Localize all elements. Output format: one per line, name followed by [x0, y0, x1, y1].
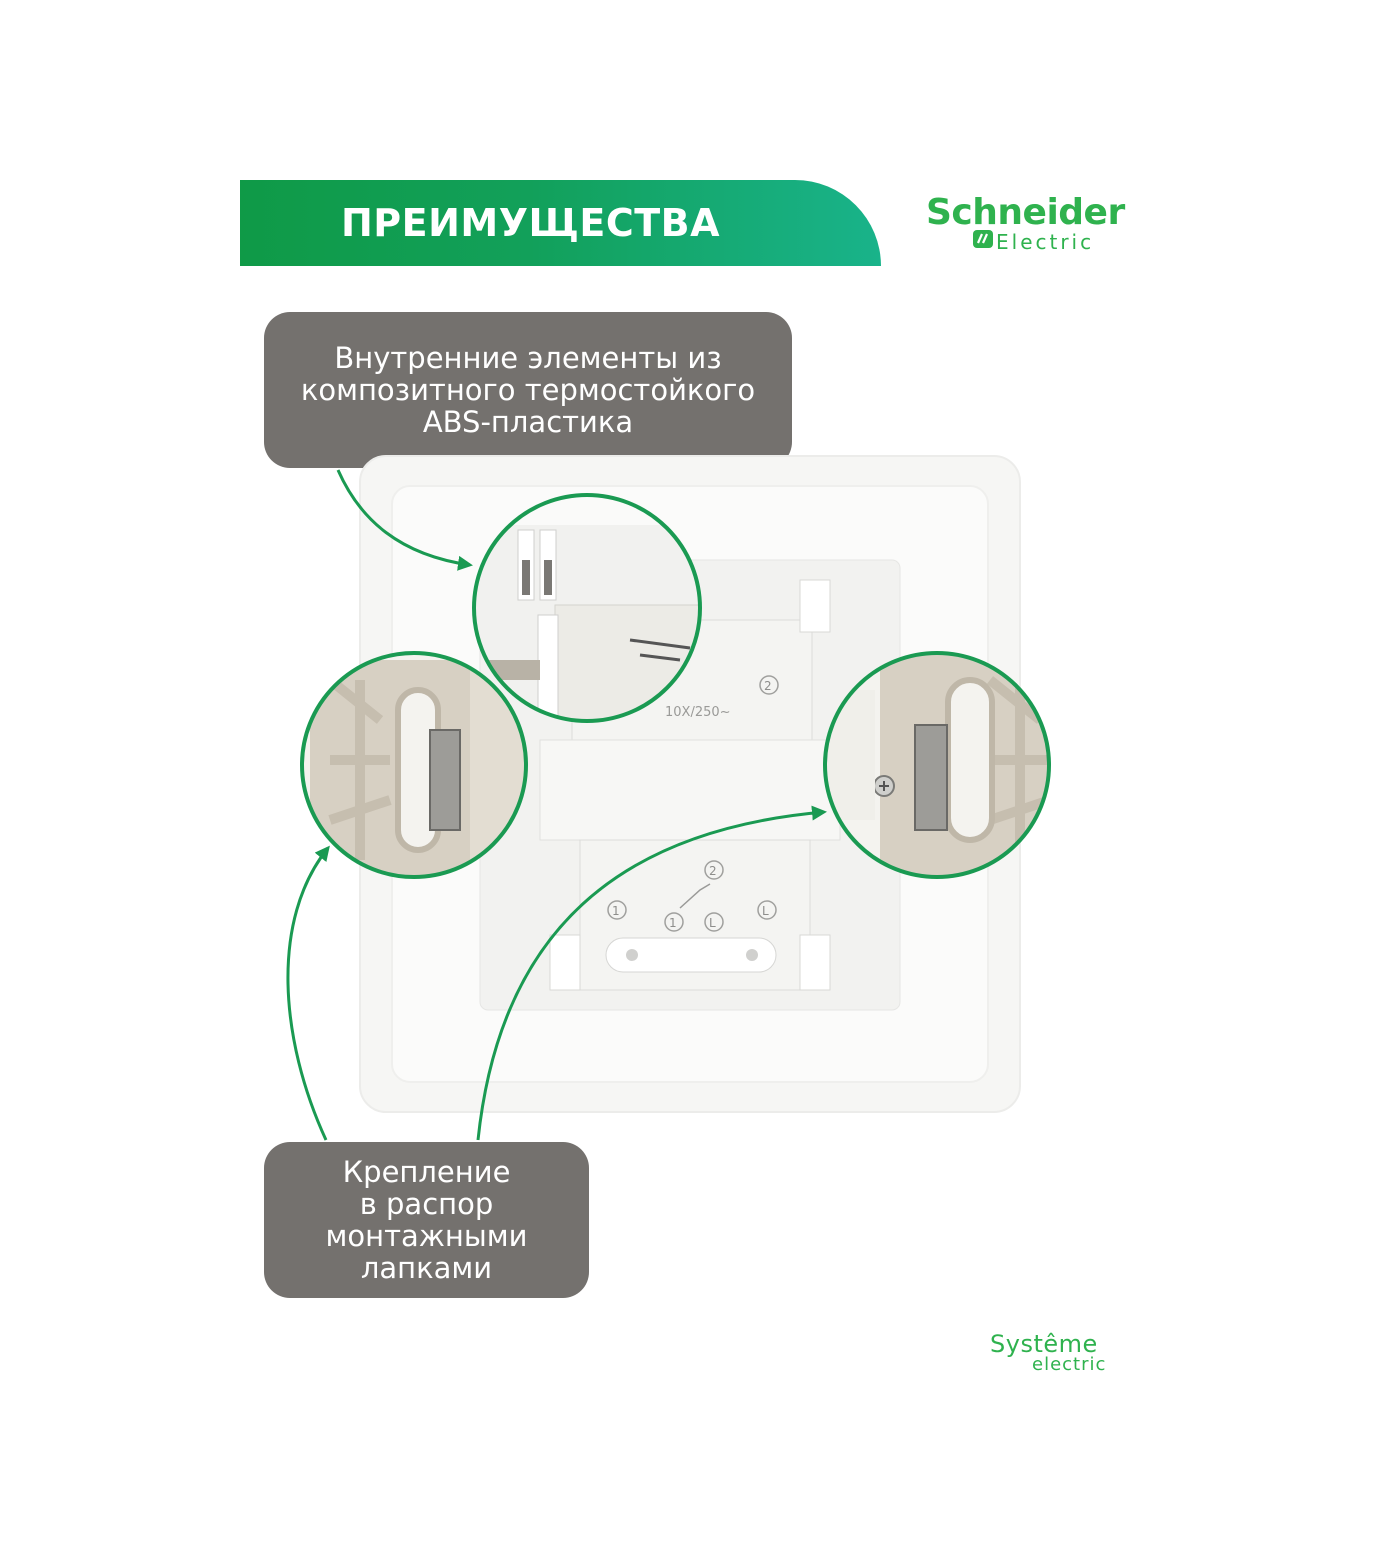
arrow-to-right-claw — [476, 805, 827, 1141]
schneider-mark-icon — [973, 230, 993, 248]
terminal-1-label-center: 1 — [669, 916, 677, 930]
banner-title: ПРЕИМУЩЕСТВА — [340, 201, 721, 245]
terminal-L-label: L — [762, 904, 769, 918]
electric-logo-word: Electric — [996, 230, 1095, 254]
zoom-circle-internal — [472, 493, 702, 723]
systeme-electric-word: electric — [1032, 1354, 1107, 1375]
advantages-banner: ПРЕИМУЩЕСТВА — [240, 180, 881, 266]
schneider-electric-logo: Schneider Electric — [926, 192, 1136, 262]
callout-mounting-claws: Крепление в распор монтажными лапками — [264, 1142, 589, 1298]
terminal-2-label-top: 2 — [764, 679, 772, 693]
zoom-circle-right-claw — [823, 651, 1051, 879]
terminal-L-label-center: L — [709, 916, 716, 930]
callout-abs-plastic: Внутренние элементы из композитного терм… — [264, 312, 792, 468]
zoom-circle-left-claw — [300, 651, 528, 879]
arrow-to-left-claw — [286, 845, 330, 1141]
rating-label: 10X/250~ — [665, 705, 731, 720]
systeme-electric-logo: Systême electric — [990, 1330, 1130, 1380]
terminal-1-label: 1 — [612, 904, 620, 918]
arrow-to-internal — [336, 469, 473, 571]
terminal-2-label: 2 — [709, 864, 717, 878]
schneider-logo-word: Schneider — [926, 192, 1125, 233]
systeme-logo-word: Systême — [990, 1330, 1098, 1358]
